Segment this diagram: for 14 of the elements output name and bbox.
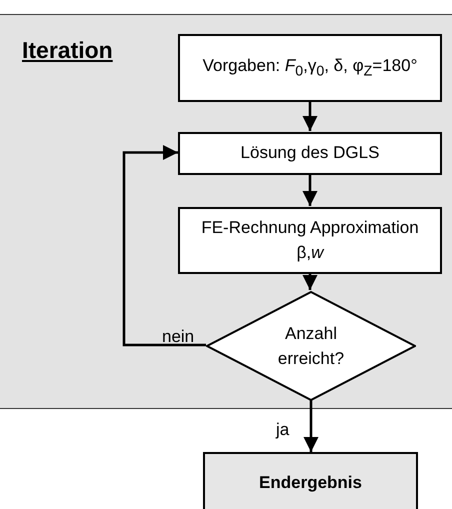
arrow	[122, 145, 206, 346]
arrow	[302, 273, 318, 290]
decision-text: Anzahl erreicht?	[276, 322, 346, 370]
iteration-panel	[0, 14, 452, 409]
process-box: Vorgaben: F$_{0}$,γ$_{0}$, δ, φ$_{Z}$=180°	[178, 34, 442, 102]
arrow	[302, 174, 318, 206]
result-box: Endergebnis	[203, 452, 418, 509]
arrow	[302, 101, 318, 131]
edge-label: nein	[161, 327, 196, 347]
process-box: Lösung des DGLS	[178, 132, 442, 175]
arrow	[304, 400, 318, 452]
panel-heading: Iteration	[22, 37, 113, 64]
process-box: FE-Rechnung Approximation β,w	[178, 207, 442, 274]
edge-label: ja	[274, 420, 290, 440]
